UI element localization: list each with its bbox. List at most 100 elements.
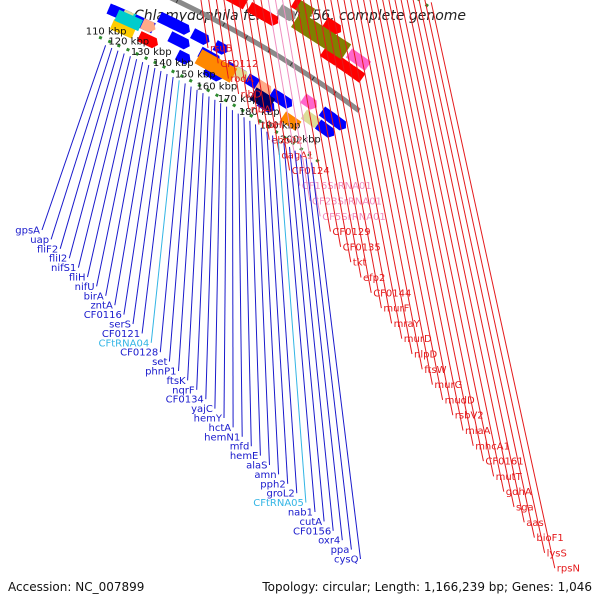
gene-label-reverse: gpsA — [15, 226, 40, 237]
gene-label-forward: aas — [526, 518, 543, 529]
label-leader — [400, 0, 505, 492]
forward-feature — [335, 56, 354, 75]
forward-feature-shape — [345, 48, 372, 71]
tick-label: 140 kbp — [153, 58, 194, 69]
label-leader — [245, 0, 270, 140]
gene-label-reverse: zntA — [90, 301, 113, 312]
label-leader — [168, 86, 192, 362]
label-leader — [205, 99, 216, 400]
reverse-feature-shape — [140, 18, 156, 33]
gene-label-forward: lysS — [547, 548, 567, 559]
gene-label-reverse: fliF2 — [37, 244, 58, 255]
feature-cassette — [194, 49, 238, 83]
label-leader — [249, 120, 261, 456]
gene-label-reverse: hemN1 — [204, 432, 240, 443]
label-leader — [382, 0, 474, 446]
gene-label-reverse: mfd — [230, 442, 250, 453]
label-leader — [114, 67, 156, 306]
gene-label-reverse: hctA — [208, 423, 231, 434]
label-leader — [300, 154, 343, 541]
reverse-feature — [109, 19, 136, 39]
gene-label-reverse: CF0121 — [102, 329, 140, 340]
genome-backbone — [169, 0, 361, 113]
label-leader — [406, 0, 515, 508]
tick-label: 190 kbp — [260, 120, 301, 131]
label-leader — [356, 0, 433, 385]
gene-label-reverse: pph2 — [260, 479, 285, 490]
feature-cassette-shape — [114, 9, 144, 32]
forward-feature-shape — [347, 65, 366, 83]
reverse-feature — [167, 31, 190, 50]
backbone-arc — [169, 0, 361, 113]
label-leader — [309, 0, 362, 278]
gene-label-forward: rsuB — [210, 44, 233, 55]
label-leader — [253, 0, 280, 156]
label-leader — [294, 150, 334, 531]
label-leader — [237, 113, 243, 437]
reverse-feature-shape — [136, 31, 158, 49]
gene-labels: rsuBCF0112rodAribDribAribHebp02dagA1CF01… — [15, 0, 580, 575]
gene-label-reverse: uap — [30, 235, 49, 246]
label-leader — [77, 56, 131, 268]
gene-label-reverse: set — [152, 357, 167, 368]
gene-label-reverse: CFtRNA05 — [253, 498, 304, 509]
reverse-feature-shape — [254, 79, 272, 96]
gene-label-forward: ribA — [251, 105, 271, 116]
gene-label-forward: CF0135 — [343, 242, 381, 253]
label-leader — [68, 53, 125, 259]
gene-label-forward: CF0144 — [373, 288, 411, 299]
label-leader — [336, 0, 403, 339]
tick-label: 130 kbp — [131, 47, 172, 58]
reverse-feature — [279, 111, 302, 131]
reverse-feature — [189, 28, 210, 45]
gene-label-reverse: CF0134 — [166, 395, 204, 406]
label-leader — [196, 96, 210, 390]
tick-mark — [222, 22, 226, 27]
label-leader — [412, 0, 525, 523]
gene-label-reverse: nifS1 — [51, 263, 76, 274]
gene-label-forward: rodA — [230, 74, 253, 85]
label-leader — [323, 0, 382, 309]
forward-feature — [345, 48, 372, 71]
reverse-feature — [136, 31, 158, 49]
tick-mark — [245, 35, 248, 40]
label-leader — [223, 106, 228, 419]
label-leader — [363, 0, 444, 400]
reverse-feature — [254, 79, 272, 96]
gene-label-reverse: serS — [109, 320, 131, 331]
gene-label-forward: efp2 — [363, 273, 385, 284]
label-leader — [231, 110, 234, 428]
tick-mark — [199, 10, 202, 15]
label-leader — [330, 0, 393, 324]
label-leader — [289, 0, 331, 232]
feature-cassette-shape — [291, 11, 352, 60]
reverse-feature-shape — [168, 17, 190, 35]
label-leader — [41, 45, 107, 231]
gene-label-forward: mhcA1 — [475, 441, 510, 452]
accession-text: Accession: NC_007899 — [8, 580, 145, 594]
gene-label-forward: CF0124 — [292, 166, 330, 177]
gene-label-reverse: nifU — [75, 282, 95, 293]
gene-label-forward: mutT — [496, 472, 523, 483]
gene-label-reverse: nqrF — [172, 385, 195, 396]
label-leader — [260, 0, 291, 171]
gene-label-reverse: fliH — [69, 273, 86, 284]
label-leader — [59, 50, 119, 249]
reverse-feature-shape — [189, 28, 210, 45]
label-leader — [208, 0, 219, 64]
label-leader — [123, 70, 162, 315]
label-leader — [375, 0, 464, 431]
label-leader — [105, 64, 150, 296]
reverse-feature — [314, 119, 335, 138]
label-leader — [296, 0, 342, 247]
gene-label-reverse: hemE — [230, 451, 259, 462]
label-leader — [305, 158, 352, 550]
label-leader — [303, 0, 352, 263]
label-leader — [159, 83, 186, 353]
label-leader — [311, 162, 361, 560]
gene-label-reverse: ppa — [331, 545, 350, 556]
feature-cassette — [291, 11, 352, 60]
label-leader — [388, 0, 484, 462]
